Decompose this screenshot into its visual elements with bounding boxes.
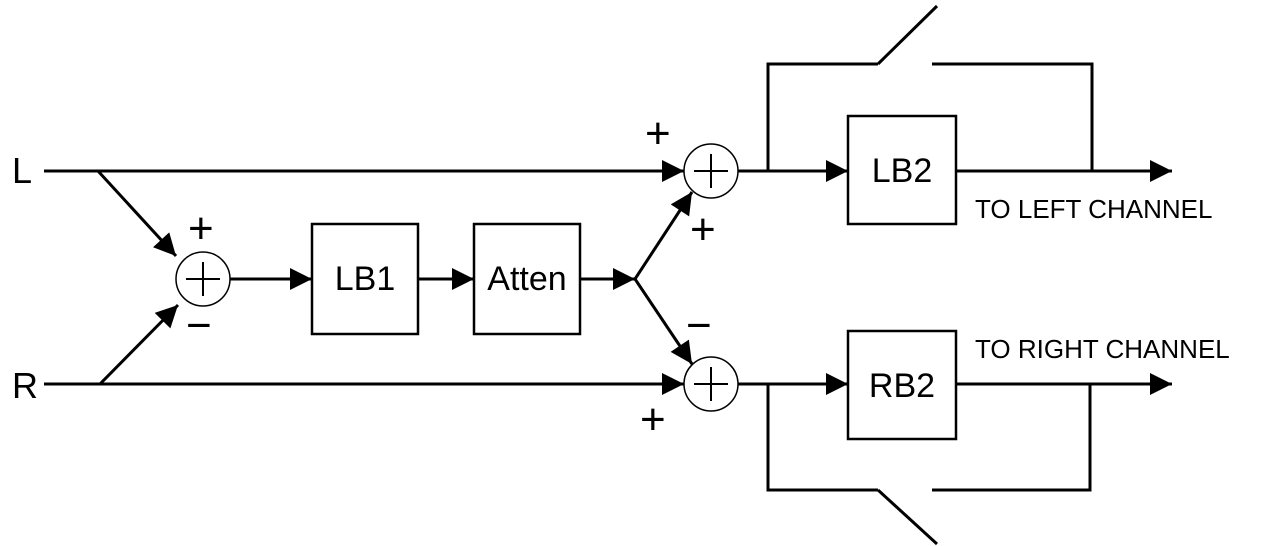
sum-left-top-plus: +: [645, 109, 671, 158]
lb1-block: [310, 222, 420, 336]
sum1-minus-sign: −: [186, 301, 212, 350]
wire-split-to-sum-left: [633, 191, 694, 280]
wire-split-to-sum-right: [633, 278, 694, 365]
lb2-label: LB2: [872, 152, 933, 190]
summing-junction-1: [175, 251, 231, 307]
wire-r-branch-to-sum1: [98, 303, 180, 386]
summing-junction-left: [683, 143, 739, 199]
atten-block: [472, 222, 582, 336]
input-label-l: L: [12, 150, 32, 191]
bypass-switch-right: [766, 384, 1092, 546]
sum-right-bottom-plus: +: [640, 395, 666, 444]
wire-l-branch-to-sum1: [96, 169, 178, 258]
bypass-switch-left: [766, 4, 1094, 171]
atten-label: Atten: [487, 260, 566, 298]
summing-junction-right: [683, 356, 739, 412]
rb2-block: [846, 329, 958, 441]
sum-left-bottom-plus: +: [690, 205, 716, 254]
lb1-label: LB1: [335, 260, 396, 298]
sum1-plus-sign: +: [188, 204, 214, 253]
input-label-r: R: [12, 365, 38, 406]
rb2-label: RB2: [869, 367, 935, 405]
sum-right-top-minus: −: [686, 301, 712, 350]
output-label-right: TO RIGHT CHANNEL: [975, 334, 1230, 364]
lb2-block: [846, 114, 958, 226]
output-label-left: TO LEFT CHANNEL: [975, 194, 1212, 224]
